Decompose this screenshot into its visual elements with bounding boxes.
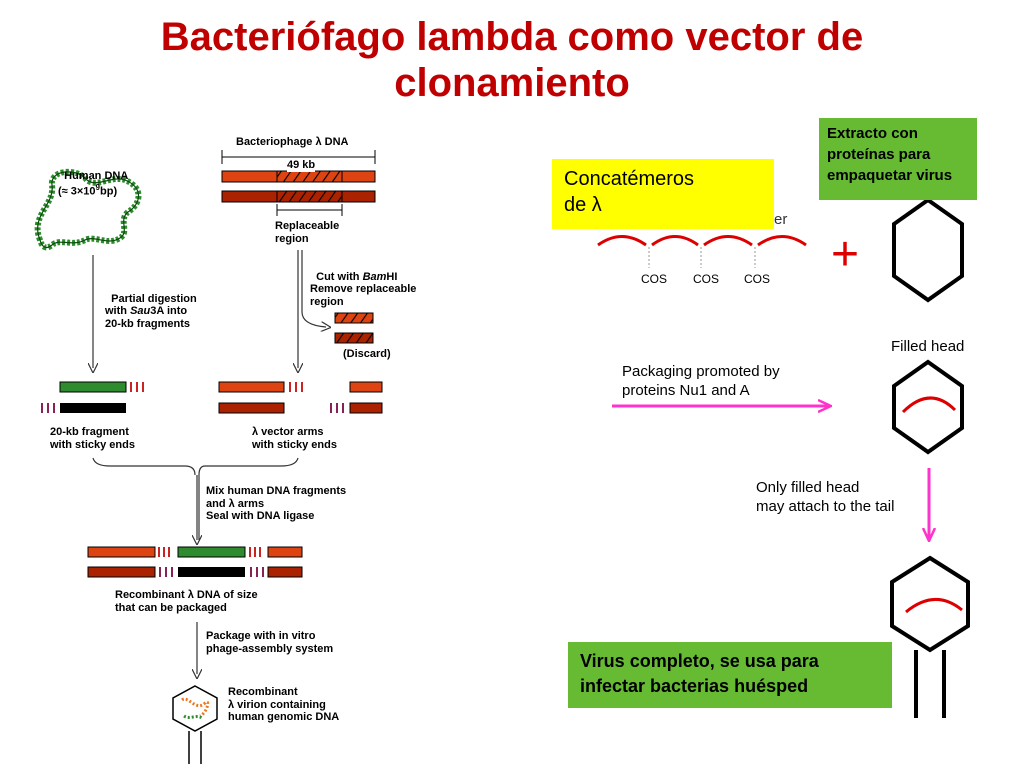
package-label: Package with in vitro phage-assembly sys… xyxy=(206,630,334,655)
phage-dna-title: Bacteriophage λ DNA xyxy=(236,136,349,148)
virus-completo-box: Virus completo, se usa para infectar bac… xyxy=(568,642,892,708)
cos-label-3: COS xyxy=(744,272,771,286)
cut-line-1a: Cut with xyxy=(316,270,363,283)
cut-arrow xyxy=(298,250,326,368)
small-virion xyxy=(172,685,218,764)
cos-label-1: COS xyxy=(641,272,668,286)
vector-arms xyxy=(218,381,383,414)
phage-dna-length: 49 kb xyxy=(287,159,316,172)
human-dna-size-unit: bp) xyxy=(100,185,118,198)
title-line-1: Bacteriófago lambda como vector de xyxy=(160,15,864,59)
empty-head xyxy=(892,197,964,303)
fragment-label: 20-kb fragment with sticky ends xyxy=(50,426,135,451)
recombinant-dna xyxy=(87,546,303,578)
filled-head-label: Filled head xyxy=(891,338,965,355)
phage-dna-bars xyxy=(221,150,376,216)
partial-digestion-line-2a: with xyxy=(105,305,131,317)
only-filled-label: Only filled head may attach to the tail xyxy=(756,479,895,515)
discard-label: (Discard) xyxy=(343,348,391,360)
plus-sign: + xyxy=(831,228,859,281)
cut-line-2: Remove replaceable xyxy=(310,283,417,295)
cut-line-1b: HI xyxy=(386,270,398,283)
hidden-label-fragment: er xyxy=(774,211,788,228)
partial-digestion-line-2b: 3A into xyxy=(150,305,188,317)
recombinant-dna-label: Recombinant λ DNA of size that can be pa… xyxy=(115,589,258,614)
human-dna-size: (≈ 3×10 xyxy=(58,185,96,198)
partial-digestion-line-1: Partial digestion xyxy=(111,292,197,305)
concatemer-arcs xyxy=(597,235,807,247)
title-line-2: clonamiento xyxy=(394,61,630,105)
human-dna-label: Human DNA (≈ 3×109bp) xyxy=(58,157,128,198)
vector-arms-label: λ vector arms with sticky ends xyxy=(252,426,337,451)
human-dna-size-exp: 9 xyxy=(95,183,100,192)
concatemeros-line-1: Concatémeros xyxy=(564,168,695,190)
cut-line-3: region xyxy=(310,295,344,308)
packaging-label: Packaging promoted by proteins Nu1 and A xyxy=(622,363,780,399)
cut-enzyme: Bam xyxy=(362,270,387,283)
fragment-20kb xyxy=(41,381,144,413)
page-title: Bacteriófago lambda como vector de clona… xyxy=(0,14,1024,106)
partial-digestion-enzyme: Sau xyxy=(130,305,151,317)
cos-label-2: COS xyxy=(693,272,720,286)
concatemeros-line-2: de λ xyxy=(564,194,602,216)
discarded-pieces xyxy=(334,312,374,344)
cos-ticks xyxy=(648,247,756,268)
mix-ligase-label: Mix human DNA fragments and λ arms Seal … xyxy=(206,485,347,522)
virion-label: Recombinant λ virion containing human ge… xyxy=(228,686,340,723)
human-dna-coil xyxy=(34,168,142,251)
filled-head xyxy=(892,359,964,455)
partial-digestion-line-3: 20-kb fragments xyxy=(105,317,190,330)
extracto-box: Extracto con proteínas para empaquetar v… xyxy=(819,118,977,200)
replaceable-region-label: Replaceable region xyxy=(275,220,340,245)
merge-arrow xyxy=(92,457,299,540)
human-dna-title: Human DNA xyxy=(64,169,129,182)
concatemeros-box: Concatémeros de λ xyxy=(552,159,774,229)
complete-virus xyxy=(890,555,970,718)
